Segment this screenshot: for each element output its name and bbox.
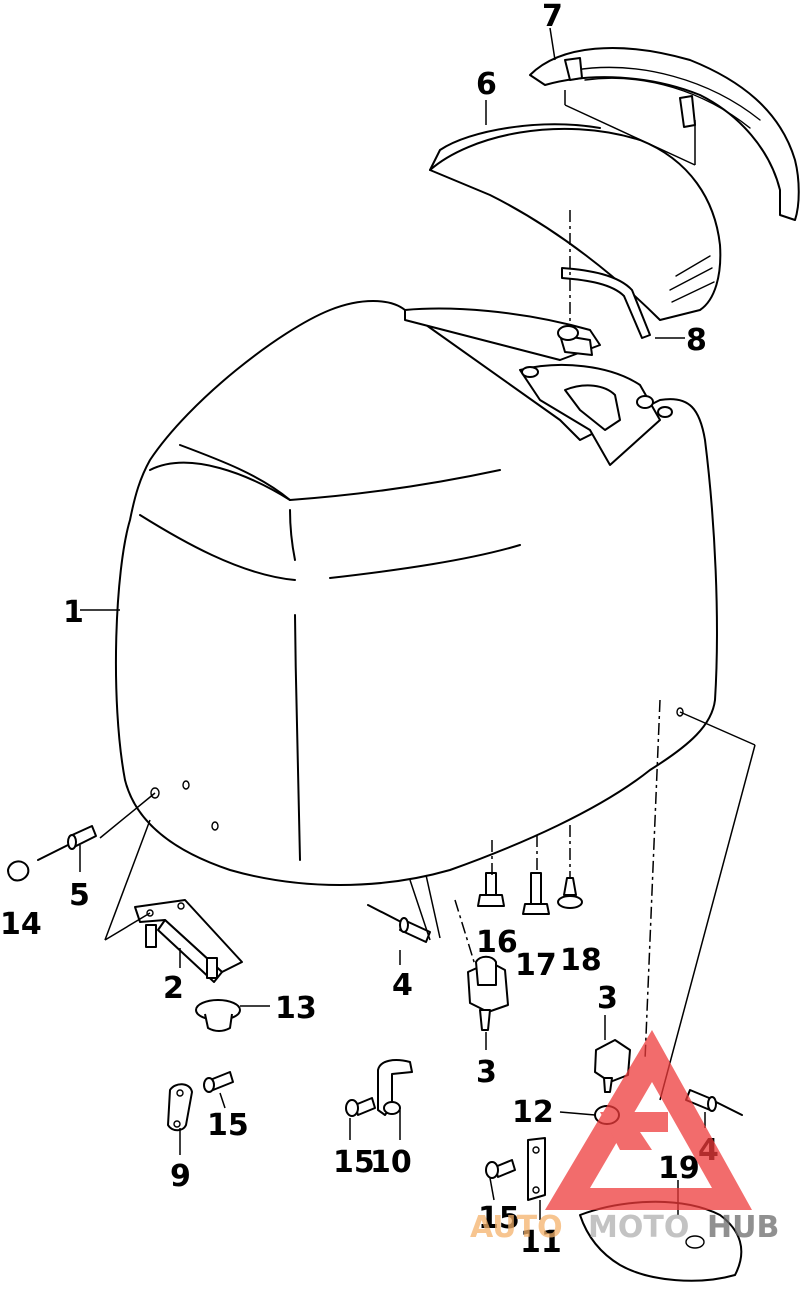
part-18-screw bbox=[557, 877, 583, 909]
part-17-bolt bbox=[522, 872, 550, 915]
part-5-rivet bbox=[37, 825, 97, 861]
callout-11: 11 bbox=[520, 1225, 562, 1260]
part-11-plate bbox=[527, 1137, 546, 1201]
part-8-seal bbox=[561, 267, 651, 339]
callout-1: 1 bbox=[63, 595, 84, 630]
callout-5: 5 bbox=[69, 878, 90, 913]
callout-6: 6 bbox=[476, 67, 497, 102]
callout-4-left: 4 bbox=[392, 968, 413, 1003]
callout-9: 9 bbox=[170, 1159, 191, 1194]
watermark-hub: HUB bbox=[707, 1210, 779, 1245]
part-15-bolt-a bbox=[203, 1071, 234, 1093]
callout-2: 2 bbox=[163, 971, 184, 1006]
callout-12: 12 bbox=[512, 1095, 554, 1130]
part-13-grommet bbox=[195, 999, 241, 1032]
callout-13: 13 bbox=[275, 991, 317, 1026]
callout-19: 19 bbox=[658, 1151, 700, 1186]
part-14-cap bbox=[7, 860, 30, 882]
callout-17: 17 bbox=[515, 948, 557, 983]
callout-16: 16 bbox=[476, 925, 518, 960]
callout-15-a: 15 bbox=[207, 1108, 249, 1143]
part-15-bolt-b bbox=[345, 1097, 376, 1117]
part-15-bolt-c bbox=[485, 1159, 516, 1179]
watermark-moto: MOTO bbox=[588, 1210, 689, 1245]
part-3-latch-center bbox=[467, 955, 509, 1031]
callout-8: 8 bbox=[686, 323, 707, 358]
watermark-auto: AUTO bbox=[470, 1210, 563, 1245]
watermark-inner-mark-icon bbox=[600, 1112, 668, 1150]
callout-10: 10 bbox=[370, 1145, 412, 1180]
callout-3-center: 3 bbox=[476, 1055, 497, 1090]
part-16-bolt bbox=[477, 872, 505, 907]
watermark: AUTO MOTO HUB bbox=[470, 1030, 779, 1245]
watermark-triangle-icon bbox=[545, 1030, 752, 1210]
part-4-rivet-left bbox=[367, 904, 431, 943]
part-1-cowling bbox=[114, 300, 718, 886]
callout-15-c: 15 bbox=[478, 1201, 520, 1236]
callout-3-right: 3 bbox=[597, 981, 618, 1016]
part-6-top-cover bbox=[429, 123, 722, 321]
callout-18: 18 bbox=[560, 943, 602, 978]
part-2-bracket bbox=[134, 899, 243, 983]
callout-15-b: 15 bbox=[333, 1145, 375, 1180]
callout-14: 14 bbox=[0, 907, 42, 942]
leader-lines bbox=[79, 27, 756, 1220]
part-10-hook bbox=[377, 1059, 413, 1116]
callout-7: 7 bbox=[542, 0, 563, 34]
part-9-clip bbox=[167, 1083, 193, 1132]
